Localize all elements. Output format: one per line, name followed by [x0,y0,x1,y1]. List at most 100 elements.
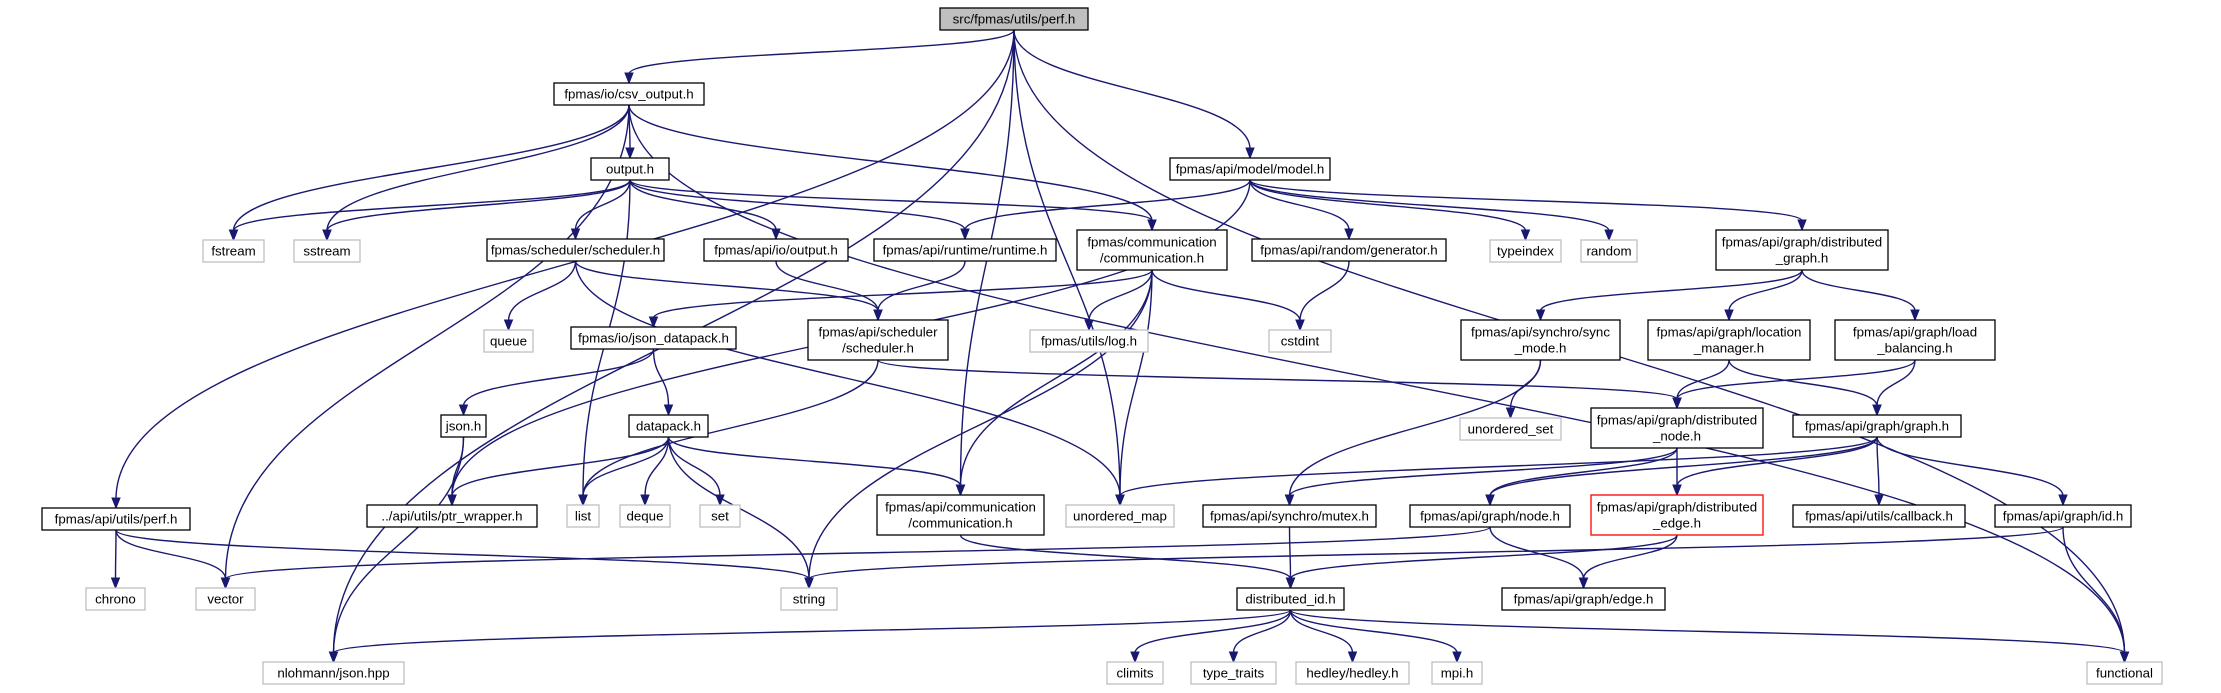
node-label: queue [490,334,527,349]
node-box [262,661,405,685]
node-location_manager[interactable]: fpmas/api/graph/location_manager.h [1647,319,1811,361]
node-graph[interactable]: fpmas/api/graph/graph.h [1792,414,1962,438]
arrowhead [625,147,635,160]
edge-csv_output-to-communication [628,104,1157,232]
node-communication[interactable]: fpmas/communication/communication.h [1076,229,1228,271]
node-box [293,239,361,263]
node-id[interactable]: fpmas/api/graph/id.h [1994,504,2132,528]
node-fstream: fstream [202,239,265,263]
node-label: fpmas/api/utils/perf.h [55,512,178,527]
edge-graph-to-id [1876,436,2068,507]
edge-generator-to-cstdint [1295,260,1350,332]
arrowhead [1874,494,1884,507]
node-label: unordered_map [1073,509,1167,524]
node-label: type_traits [1203,666,1265,681]
node-label: fstream [211,244,255,259]
arrowhead [1485,494,1495,507]
arrowhead [110,577,121,590]
edge-communication-to-log [1084,269,1153,332]
arrowhead [503,319,514,332]
edge-api_io_output-to-api_scheduler [775,260,883,322]
node-mutex[interactable]: fpmas/api/synchro/mutex.h [1202,504,1377,528]
node-label: fpmas/api/synchro/mutex.h [1210,509,1369,524]
node-json[interactable]: json.h [440,414,487,438]
node-api_scheduler[interactable]: fpmas/api/scheduler/scheduler.h [807,319,949,361]
node-json_datapack[interactable]: fpmas/io/json_datapack.h [570,326,737,350]
node-label: deque [627,509,664,524]
edge-perf_src-to-csv_output [624,29,1015,85]
arrowhead [1520,229,1531,242]
node-label: fpmas/api/graph/edge.h [1514,592,1654,607]
node-node[interactable]: fpmas/api/graph/node.h [1409,504,1571,528]
node-label: /scheduler.h [842,341,914,356]
edge-distributed_id-to-climits [1130,609,1292,664]
edge-output-to-scheduler [570,179,631,241]
node-api_io_output[interactable]: fpmas/api/io/output.h [703,238,849,262]
node-edge[interactable]: fpmas/api/graph/edge.h [1501,587,1666,611]
node-label: fpmas/communication [1087,235,1216,250]
node-sync_mode[interactable]: fpmas/api/synchro/sync_mode.h [1460,319,1621,361]
node-label: fpmas/api/runtime/runtime.h [883,243,1048,258]
arrowhead [1535,309,1546,322]
node-generator[interactable]: fpmas/api/random/generator.h [1251,238,1447,262]
node-label: typeindex [1497,244,1554,259]
node-distributed_edge[interactable]: fpmas/api/graph/distributed_edge.h [1590,494,1764,536]
node-label: set [711,509,729,524]
edge-distributed_id-to-hedley [1289,609,1358,664]
node-box [483,329,534,353]
arrowhead [322,229,332,242]
arrowhead [1344,228,1354,241]
node-label: unordered_set [1468,422,1554,437]
node-api_communication[interactable]: fpmas/api/communication/communication.h [876,494,1045,536]
node-datapack[interactable]: datapack.h [628,414,709,438]
node-box [628,414,709,438]
edge-load_balancing-to-distributed_node [1672,359,1916,410]
node-label: chrono [95,592,136,607]
node-nlohmann_json: nlohmann/json.hpp [262,661,405,685]
node-vector: vector [195,587,256,611]
node-api_perf[interactable]: fpmas/api/utils/perf.h [41,507,191,531]
node-box [699,504,741,528]
arrowhead [955,484,966,497]
arrowhead [111,497,121,510]
node-ptr_wrapper[interactable]: ../api/utils/ptr_wrapper.h [366,504,538,528]
node-label: output.h [606,162,654,177]
edge-graph-to-callback [1874,436,1884,507]
node-box [1994,504,2132,528]
node-csv_output[interactable]: fpmas/io/csv_output.h [553,82,705,106]
arrowhead [458,404,469,417]
arrowhead [578,494,588,507]
node-label: distributed_id.h [1245,592,1335,607]
node-scheduler[interactable]: fpmas/scheduler/scheduler.h [486,238,665,262]
node-label: fpmas/api/communication [885,500,1036,515]
node-label: _graph.h [1775,251,1829,266]
node-box [195,587,256,611]
node-distributed_graph[interactable]: fpmas/api/graph/distributed_graph.h [1715,229,1889,271]
node-label: nlohmann/json.hpp [277,666,389,681]
node-box [2086,661,2163,685]
edge-distributed_graph-to-location_manager [1724,269,1803,322]
node-perf_src[interactable]: src/fpmas/utils/perf.h [939,7,1089,31]
edge-api_perf-to-string [115,529,814,590]
arrowhead [1578,577,1589,590]
node-label: fpmas/api/graph/distributed [1722,235,1882,250]
node-model[interactable]: fpmas/api/model/model.h [1169,157,1331,181]
node-distributed_node[interactable]: fpmas/api/graph/distributed_node.h [1590,407,1764,449]
edge-api_perf-to-chrono [110,529,121,590]
node-box [553,82,705,106]
node-distributed_id[interactable]: distributed_id.h [1236,587,1345,611]
node-label: fpmas/api/graph/distributed [1597,413,1757,428]
node-label: fpmas/api/scheduler [819,325,939,340]
node-box [1029,329,1149,353]
node-load_balancing[interactable]: fpmas/api/graph/load_balancing.h [1834,319,1996,361]
node-output[interactable]: output.h [590,157,670,181]
node-runtime[interactable]: fpmas/api/runtime/runtime.h [873,238,1057,262]
node-box [590,157,670,181]
node-callback[interactable]: fpmas/api/utils/callback.h [1792,504,1966,528]
arrowhead [1130,651,1140,664]
edge-model-to-distributed_graph [1249,179,1807,232]
edge-csv_output-to-sstream [322,104,630,242]
node-label: _node.h [1652,429,1701,444]
node-label: /communication.h [1100,251,1204,266]
